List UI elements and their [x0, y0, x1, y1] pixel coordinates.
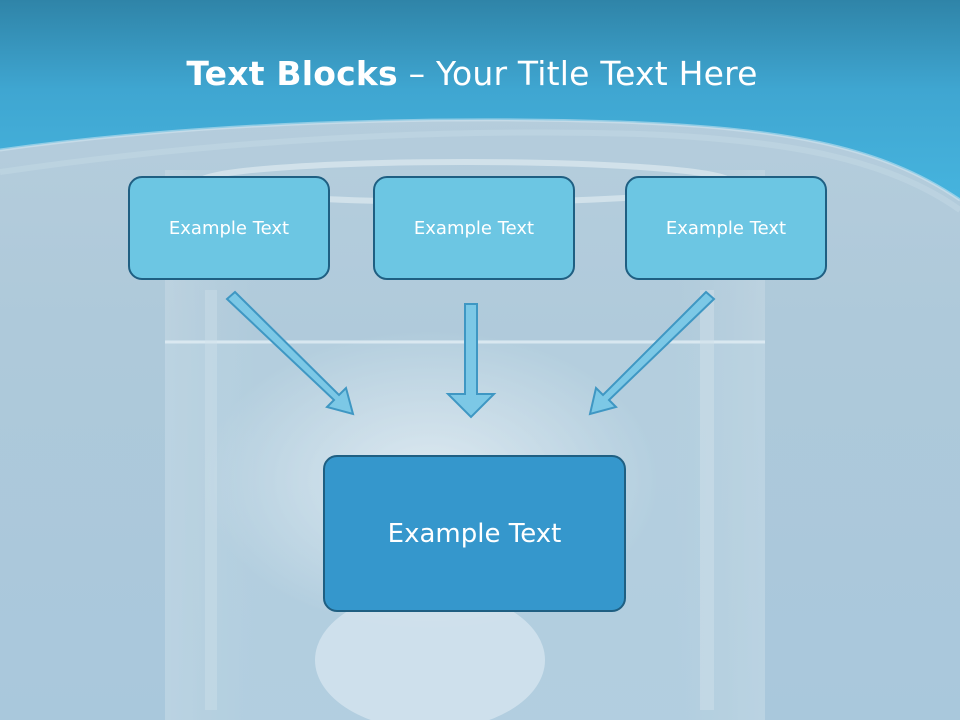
arrow-left-diagonal [225, 290, 355, 416]
text-block-center[interactable]: Example Text [373, 176, 575, 280]
text-block-right[interactable]: Example Text [625, 176, 827, 280]
title-bold-part: Text Blocks [186, 54, 398, 93]
slide-title: Text Blocks – Your Title Text Here [0, 54, 944, 93]
title-rest-part: Your Title Text Here [435, 54, 758, 93]
text-block-main[interactable]: Example Text [323, 455, 626, 612]
text-block-left[interactable]: Example Text [128, 176, 330, 280]
text-block-center-label: Example Text [413, 217, 535, 239]
arrow-center-down [445, 303, 497, 419]
text-block-right-label: Example Text [665, 217, 787, 239]
text-block-main-label: Example Text [387, 518, 562, 549]
title-separator: – [397, 54, 436, 93]
text-block-left-label: Example Text [168, 217, 290, 239]
arrow-right-diagonal [588, 290, 716, 416]
